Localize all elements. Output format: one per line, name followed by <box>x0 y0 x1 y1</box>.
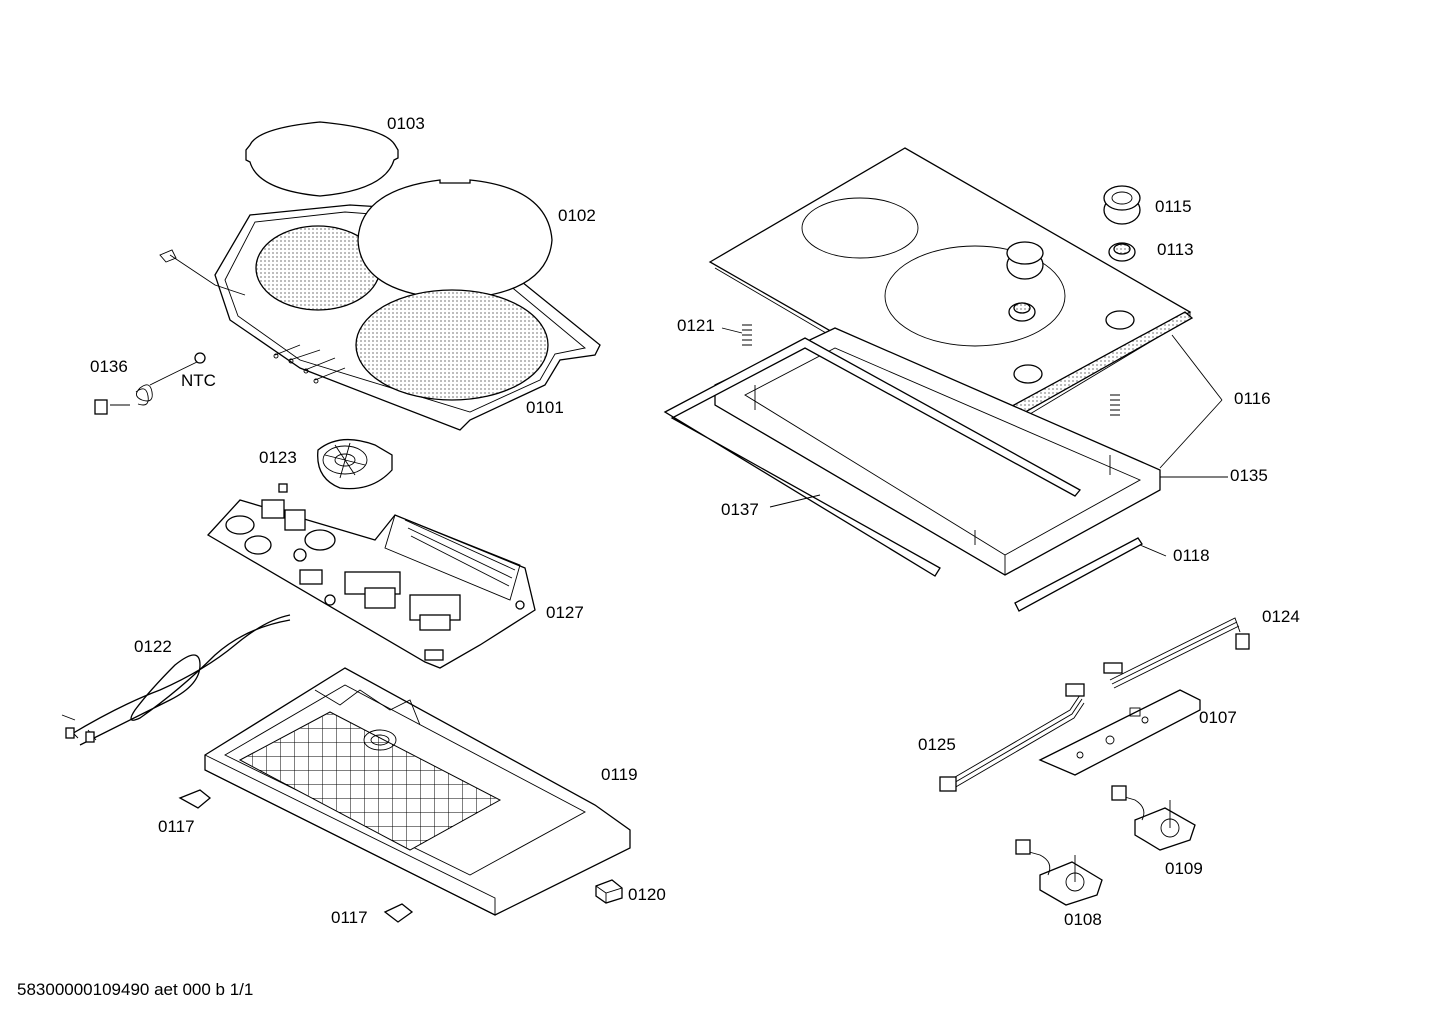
clip-0117-lower <box>383 903 414 923</box>
label-0118: 0118 <box>1173 546 1210 565</box>
ntc-sensor-0136 <box>94 352 206 415</box>
knob-0115 <box>1103 185 1141 225</box>
label-0119: 0119 <box>601 765 638 784</box>
block-0120 <box>595 879 623 904</box>
label-0117-lower: 0117 <box>331 908 368 927</box>
label-0113: 0113 <box>1157 240 1194 259</box>
strip-0118 <box>1014 537 1143 612</box>
label-0136: 0136 <box>90 357 128 376</box>
spring-right <box>1110 394 1120 416</box>
label-0117-upper: 0117 <box>158 817 195 836</box>
switch-0109 <box>1111 785 1196 851</box>
knob-on-glass <box>1006 241 1044 322</box>
housing-0119 <box>204 667 631 916</box>
cover-disc-0103 <box>245 121 399 197</box>
label-0137: 0137 <box>721 500 759 519</box>
frame-0135 <box>714 327 1161 576</box>
label-0102: 0102 <box>558 206 596 225</box>
label-0101: 0101 <box>526 398 564 417</box>
label-0123: 0123 <box>259 448 297 467</box>
board-0107 <box>1038 689 1201 776</box>
label-ntc: NTC <box>181 371 216 390</box>
label-0103: 0103 <box>387 114 425 133</box>
label-0135: 0135 <box>1230 466 1268 485</box>
leader-lines <box>721 327 1228 557</box>
label-0109: 0109 <box>1165 859 1203 878</box>
glass-top-0116 <box>708 147 1194 433</box>
cable-0125 <box>939 683 1085 792</box>
cable-0124 <box>1103 617 1250 689</box>
switch-0108 <box>1015 839 1103 906</box>
label-0107: 0107 <box>1199 708 1237 727</box>
cable-0122 <box>61 614 291 746</box>
ring-0113 <box>1108 242 1136 262</box>
label-0108: 0108 <box>1064 910 1102 929</box>
label-0124: 0124 <box>1262 607 1300 626</box>
label-0122: 0122 <box>134 637 172 656</box>
seal-strip-0137 <box>663 337 1082 577</box>
label-0116: 0116 <box>1234 389 1271 408</box>
label-0127: 0127 <box>546 603 584 622</box>
document-id: 58300000109490 aet 000 b 1/1 <box>17 980 254 999</box>
clip-0117-upper <box>178 789 212 809</box>
label-0115: 0115 <box>1155 197 1192 216</box>
heating-element-right <box>355 289 549 401</box>
cover-disc-0102 <box>357 179 553 299</box>
spring-0121 <box>742 324 752 346</box>
fan-0123 <box>278 438 393 493</box>
label-0121: 0121 <box>677 316 715 335</box>
pcb-0127 <box>206 499 536 669</box>
label-0125: 0125 <box>918 735 956 754</box>
label-0120: 0120 <box>628 885 666 904</box>
